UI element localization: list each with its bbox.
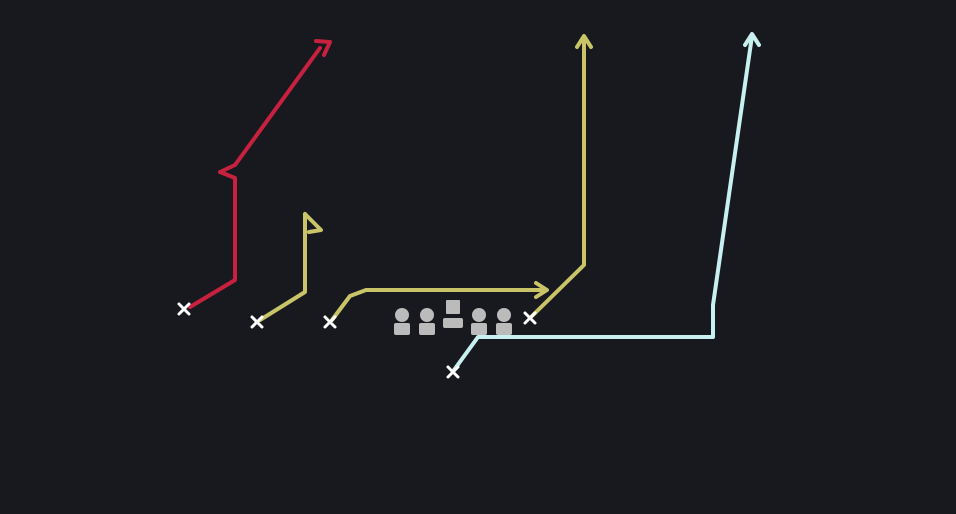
- cyan-wheel-route: [452, 32, 761, 372]
- yellow-drag-route-arrowhead: [534, 281, 549, 299]
- lineman-icon: [394, 308, 410, 335]
- cyan-wheel-route-path: [452, 34, 754, 372]
- lineman-icon: [419, 308, 435, 335]
- yellow-vertical-route-arrowhead: [575, 34, 593, 49]
- yellow-vertical-route: [528, 34, 593, 320]
- yellow-vertical-route-path: [528, 36, 586, 320]
- red-route-arrowhead: [314, 39, 332, 57]
- cyan-wheel-route-arrowhead: [743, 32, 761, 47]
- red-route: [188, 39, 332, 309]
- lineman-icon: [471, 308, 487, 335]
- lineman-icon: [496, 308, 512, 335]
- player-x-icon: [323, 315, 337, 329]
- player-x-icon: [446, 365, 460, 379]
- yellow-short-route-flag: [303, 212, 323, 234]
- offensive-line: [394, 300, 512, 335]
- player-x-icon: [523, 311, 537, 325]
- yellow-short-route: [258, 212, 323, 322]
- yellow-drag-route: [330, 281, 549, 322]
- center-icon: [443, 300, 463, 328]
- yellow-drag-route-path: [330, 288, 546, 322]
- red-route-path: [188, 46, 322, 309]
- player-x-icon: [250, 315, 264, 329]
- player-x-icon: [177, 302, 191, 316]
- yellow-short-route-path: [258, 212, 307, 322]
